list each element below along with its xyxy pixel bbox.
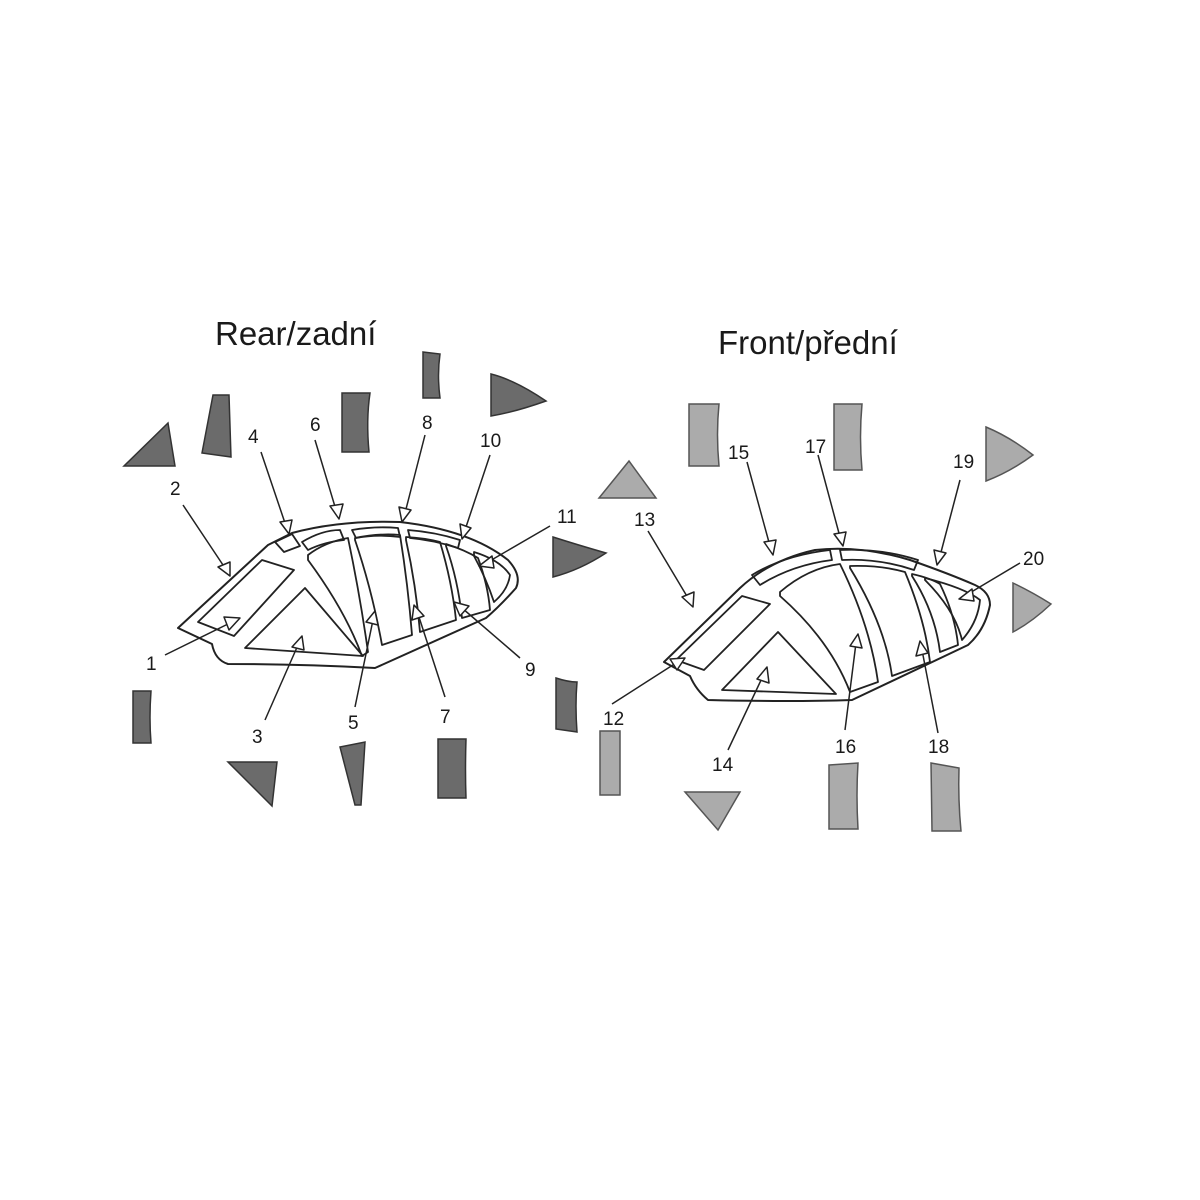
- mask-front-5: [1012, 581, 1053, 634]
- part-numbers: 1 2 3 4 5 6 7 8 9 10 11 12 13 14 15 16 1…: [146, 413, 1044, 776]
- label-13: 13: [634, 510, 655, 531]
- rear-pane-11: [473, 551, 511, 603]
- front-pane-17: [839, 548, 919, 571]
- mask-front-4: [597, 459, 658, 499]
- mask-front-9: [930, 762, 962, 832]
- label-19: 19: [953, 452, 974, 473]
- front-pane-15: [751, 549, 833, 586]
- rear-pane-7: [354, 533, 413, 646]
- label-14: 14: [712, 755, 734, 776]
- rear-title: Rear/zadní: [215, 315, 376, 352]
- front-pane-12: [675, 595, 771, 671]
- mask-front-1: [688, 403, 720, 467]
- mask-rear-3: [341, 392, 371, 453]
- label-7: 7: [440, 707, 451, 728]
- mask-front-8: [828, 762, 859, 830]
- mask-rear-2: [201, 394, 232, 458]
- label-11: 11: [557, 507, 577, 528]
- rear-pane-3: [244, 587, 364, 657]
- rear-pane-6: [301, 529, 345, 551]
- label-4: 4: [248, 427, 259, 448]
- rear-pane-4: [274, 533, 301, 553]
- mask-rear-5: [490, 373, 548, 417]
- label-16: 16: [835, 737, 856, 758]
- label-8: 8: [422, 413, 433, 434]
- rear-canopy: [177, 520, 519, 669]
- rear-pane-9: [445, 543, 491, 619]
- rear-pane-5: [307, 537, 369, 657]
- label-1: 1: [146, 654, 157, 675]
- front-title: Front/přední: [718, 324, 898, 361]
- mask-rear-8: [132, 690, 152, 744]
- label-17: 17: [805, 437, 826, 458]
- mask-rear-4: [422, 351, 441, 399]
- mask-front-7: [683, 791, 742, 832]
- mask-rear-1: [122, 421, 176, 467]
- front-canopy-outline: [663, 547, 991, 702]
- label-9: 9: [525, 660, 536, 681]
- front-pane-16: [779, 563, 879, 693]
- mask-rear-6: [552, 535, 608, 578]
- mask-front-2: [833, 403, 863, 471]
- label-3: 3: [252, 727, 263, 748]
- label-18: 18: [928, 737, 949, 758]
- label-10: 10: [480, 431, 501, 452]
- front-mask-pieces: [597, 403, 1053, 832]
- mask-rear-7: [555, 676, 578, 733]
- mask-rear-11: [437, 738, 467, 799]
- rear-pane-1: [197, 559, 295, 637]
- label-6: 6: [310, 415, 321, 436]
- mask-front-6: [599, 730, 621, 796]
- front-pane-18: [849, 564, 931, 677]
- label-20: 20: [1023, 549, 1044, 570]
- rear-mask-pieces: [122, 351, 608, 808]
- mask-rear-10: [339, 741, 366, 806]
- front-pane-20: [924, 577, 981, 641]
- label-15: 15: [728, 443, 749, 464]
- rear-pane-7b: [405, 536, 457, 633]
- mask-front-3: [985, 425, 1035, 483]
- front-canopy: [663, 547, 991, 702]
- rear-canopy-outline: [177, 520, 519, 669]
- label-2: 2: [170, 479, 181, 500]
- label-5: 5: [348, 713, 359, 734]
- front-pane-14: [721, 631, 837, 695]
- leader-lines: [164, 434, 1021, 751]
- mask-rear-9: [226, 761, 278, 808]
- label-12: 12: [603, 709, 624, 730]
